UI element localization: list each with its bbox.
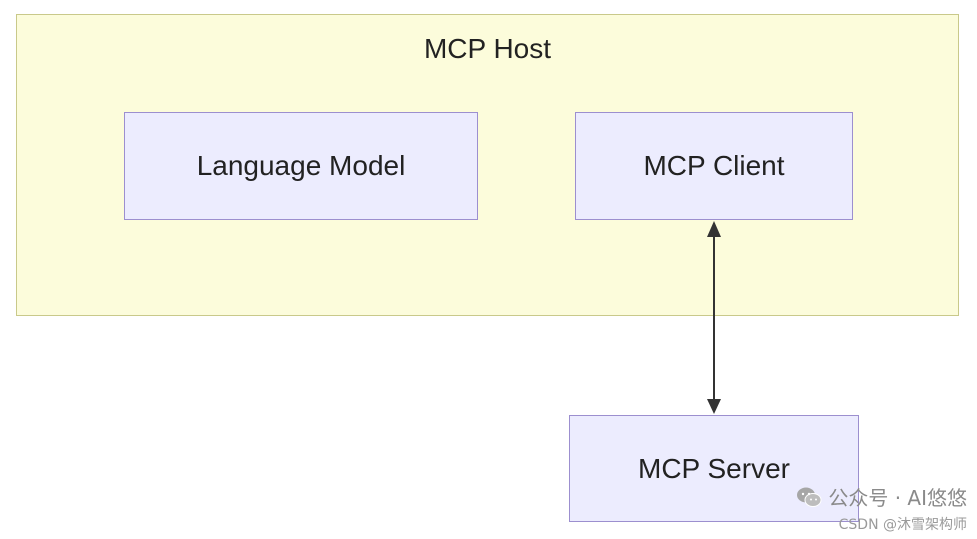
wechat-icon xyxy=(797,487,822,507)
mcp-client-node: MCP Client xyxy=(575,112,853,220)
language-model-node: Language Model xyxy=(124,112,478,220)
mcp-server-label: MCP Server xyxy=(638,452,790,484)
language-model-label: Language Model xyxy=(196,150,406,181)
mcp-client-label: MCP Client xyxy=(643,150,785,181)
arrowhead-up-icon xyxy=(707,221,721,237)
watermark-channel: 公众号 · AI悠悠 xyxy=(828,486,967,510)
watermark: 公众号 · AI悠悠 CSDN @沐雪架构师 xyxy=(796,482,967,534)
watermark-credit: CSDN @沐雪架构师 xyxy=(838,517,967,533)
mcp-host-title: MCP Host xyxy=(423,33,552,64)
arrowhead-down-icon xyxy=(707,399,721,414)
